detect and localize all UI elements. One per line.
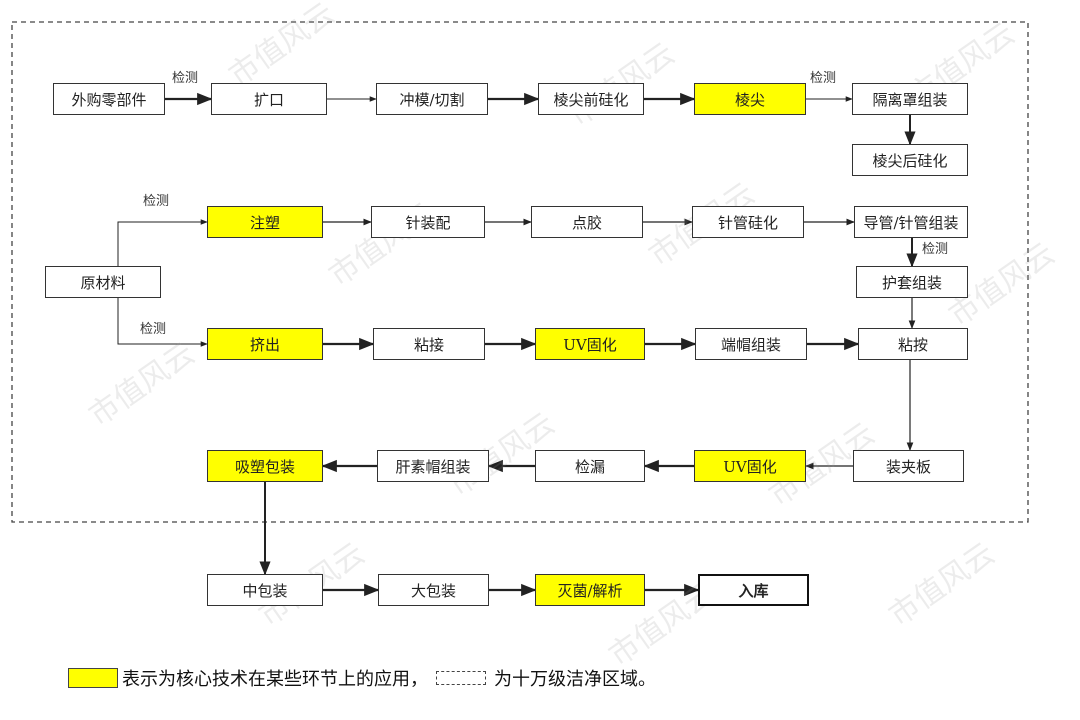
node-end-cap-assembly: 端帽组装 [695,328,807,360]
watermark: 市值风云 [558,30,682,135]
inspection-label: 检测 [810,71,837,86]
legend-core-text: 表示为核心技术在某些环节上的应用， [122,669,428,690]
node-needle-assembly: 针装配 [371,206,485,238]
node-blister-packaging: 吸塑包装 [207,450,323,482]
legend-clean-text: 为十万级洁净区域。 [494,669,656,690]
core-tech-swatch [68,668,118,688]
node-bonding: 粘接 [373,328,485,360]
node-punch-cut: 冲模/切割 [376,83,488,115]
node-large-packaging: 大包装 [378,574,489,606]
node-middle-packaging: 中包装 [207,574,323,606]
node-uv-curing-2: UV固化 [694,450,806,482]
node-needle-tube-siliconization: 针管硅化 [692,206,804,238]
node-heparin-cap-assembly: 肝素帽组装 [377,450,489,482]
node-pre-siliconization: 棱尖前硅化 [538,83,644,115]
node-catheter-assembly: 导管/针管组装 [854,206,968,238]
inspection-label: 检测 [172,71,199,86]
node-sheath-assembly: 护套组装 [856,266,968,298]
node-sterilization: 灭菌/解析 [535,574,645,606]
node-dispensing: 点胶 [531,206,643,238]
legend: 表示为核心技术在某些环节上的应用， 为十万级洁净区域。 [68,665,656,691]
node-raw-materials: 原材料 [45,266,161,298]
clean-zone-swatch [436,671,486,685]
inspection-label: 检测 [143,194,170,209]
node-injection-molding: 注塑 [207,206,323,238]
watermark: 市值风云 [882,536,1002,634]
node-clamp-plate: 装夹板 [853,450,964,482]
node-extrusion: 挤出 [207,328,323,360]
inspection-label: 检测 [140,322,167,337]
node-isolation-hood-assembly: 隔离罩组装 [852,83,968,115]
node-tip-core: 棱尖 [694,83,806,115]
watermark: 市值风云 [82,336,202,434]
node-uv-curing-1: UV固化 [535,328,645,360]
inspection-label: 检测 [922,242,949,257]
node-post-siliconization: 棱尖后硅化 [852,144,968,176]
node-purchased-parts: 外购零部件 [53,83,165,115]
node-leak-test: 检漏 [535,450,645,482]
watermark: 市值风云 [222,0,342,94]
node-flaring: 扩口 [211,83,327,115]
node-warehousing: 入库 [698,574,809,606]
node-paste-press: 粘按 [858,328,968,360]
